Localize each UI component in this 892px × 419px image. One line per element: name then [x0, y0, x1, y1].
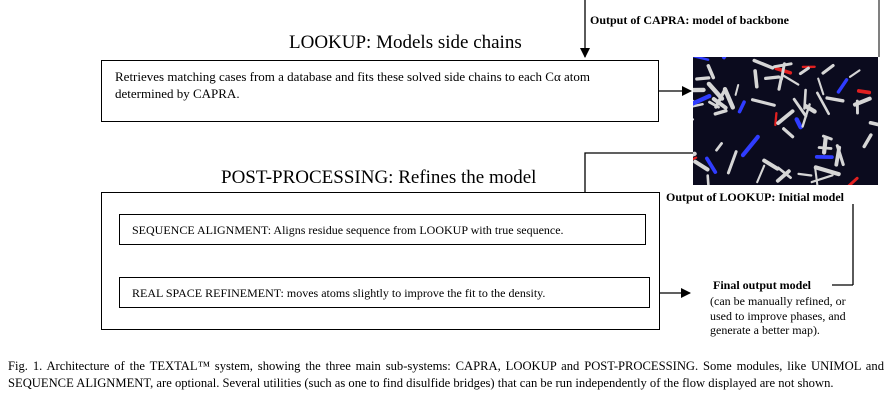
molecule-bond: [726, 150, 738, 175]
arrow-image-to-postprocessing: [580, 152, 693, 212]
molecule-bond: [776, 166, 792, 179]
molecule-bond: [810, 174, 834, 184]
molecule-bond: [821, 134, 833, 141]
real-space-refinement-box: REAL SPACE REFINEMENT: moves atoms sligh…: [119, 277, 650, 308]
molecule-bond: [690, 93, 712, 106]
molecule-bond: [737, 100, 746, 114]
molecule-bond: [764, 75, 781, 81]
molecule-bond: [734, 84, 740, 96]
molecule-bond: [753, 69, 759, 89]
lookup-description: Retrieves matching cases from a database…: [115, 69, 591, 101]
figure-caption: Fig. 1. Architecture of the TEXTAL™ syst…: [8, 359, 884, 390]
molecule-bond: [817, 77, 825, 96]
final-output-note-line: generate a better map).: [710, 323, 820, 337]
molecule-bond: [706, 174, 711, 199]
protein-structure-image: [673, 35, 887, 199]
molecule-bond: [777, 75, 783, 91]
molecule-bond: [711, 97, 728, 110]
molecule-bond: [835, 144, 845, 167]
molecule-bond: [705, 156, 718, 174]
molecule-bond: [868, 121, 887, 128]
molecule-bond: [836, 78, 849, 94]
molecule-bond: [776, 109, 795, 125]
molecule-bond: [762, 158, 780, 171]
molecule-bond: [803, 104, 817, 114]
molecule-bond: [750, 98, 776, 107]
postprocessing-box: SEQUENCE ALIGNMENT: Aligns residue seque…: [101, 192, 660, 330]
molecule-bond: [813, 165, 841, 177]
molecule-bond: [822, 136, 828, 155]
sequence-alignment-label: SEQUENCE ALIGNMENT: Aligns residue seque…: [132, 223, 564, 237]
molecule-render: [673, 35, 887, 199]
molecule-bond: [801, 103, 811, 128]
molecule-bond: [740, 134, 760, 158]
molecule-bond: [848, 69, 861, 78]
molecule-bond: [862, 133, 873, 149]
molecule-bond: [816, 91, 830, 116]
molecule-bond: [722, 87, 735, 110]
final-output-note: (can be manually refined, or used to imp…: [710, 294, 888, 338]
molecule-bond: [706, 64, 716, 80]
molecule-bond: [756, 164, 766, 184]
sequence-alignment-box: SEQUENCE ALIGNMENT: Aligns residue seque…: [119, 214, 646, 245]
molecule-bond: [752, 58, 775, 70]
molecule-bond: [782, 127, 795, 139]
final-output-note-line: used to improve phases, and: [710, 308, 846, 323]
molecule-bond: [774, 112, 778, 127]
lookup-box: Retrieves matching cases from a database…: [101, 60, 659, 122]
final-output-note-line: (can be manually refined, or: [710, 294, 846, 308]
postprocessing-heading: POST-PROCESSING: Refines the model: [221, 167, 537, 188]
molecule-bond: [713, 109, 728, 116]
molecule-bond: [794, 117, 803, 130]
real-space-refinement-label: REAL SPACE REFINEMENT: moves atoms sligh…: [132, 286, 546, 300]
lookup-heading: LOOKUP: Models side chains: [289, 32, 522, 53]
molecule-bond: [708, 100, 720, 109]
molecule-bond: [695, 76, 711, 81]
molecule-bond: [821, 63, 835, 75]
molecule-bond: [792, 97, 808, 118]
molecule-bond: [781, 73, 800, 86]
molecule-bond: [825, 96, 845, 103]
molecule-bond: [693, 159, 710, 172]
final-output-title: Final output model: [713, 278, 812, 292]
lookup-output-label: Output of LOOKUP: Initial model: [666, 190, 845, 204]
molecule-bond: [856, 89, 872, 95]
molecule-bond: [797, 172, 813, 177]
molecule-bond: [686, 53, 710, 61]
molecule-bond: [798, 66, 810, 76]
molecule-bond: [775, 169, 791, 183]
molecule-bond: [715, 142, 723, 152]
molecule-bond: [772, 62, 793, 69]
molecule-bond: [817, 146, 833, 150]
capra-output-label: Output of CAPRA: model of backbone: [590, 13, 790, 27]
molecule-bond: [814, 167, 819, 191]
molecule-bond: [838, 176, 859, 196]
